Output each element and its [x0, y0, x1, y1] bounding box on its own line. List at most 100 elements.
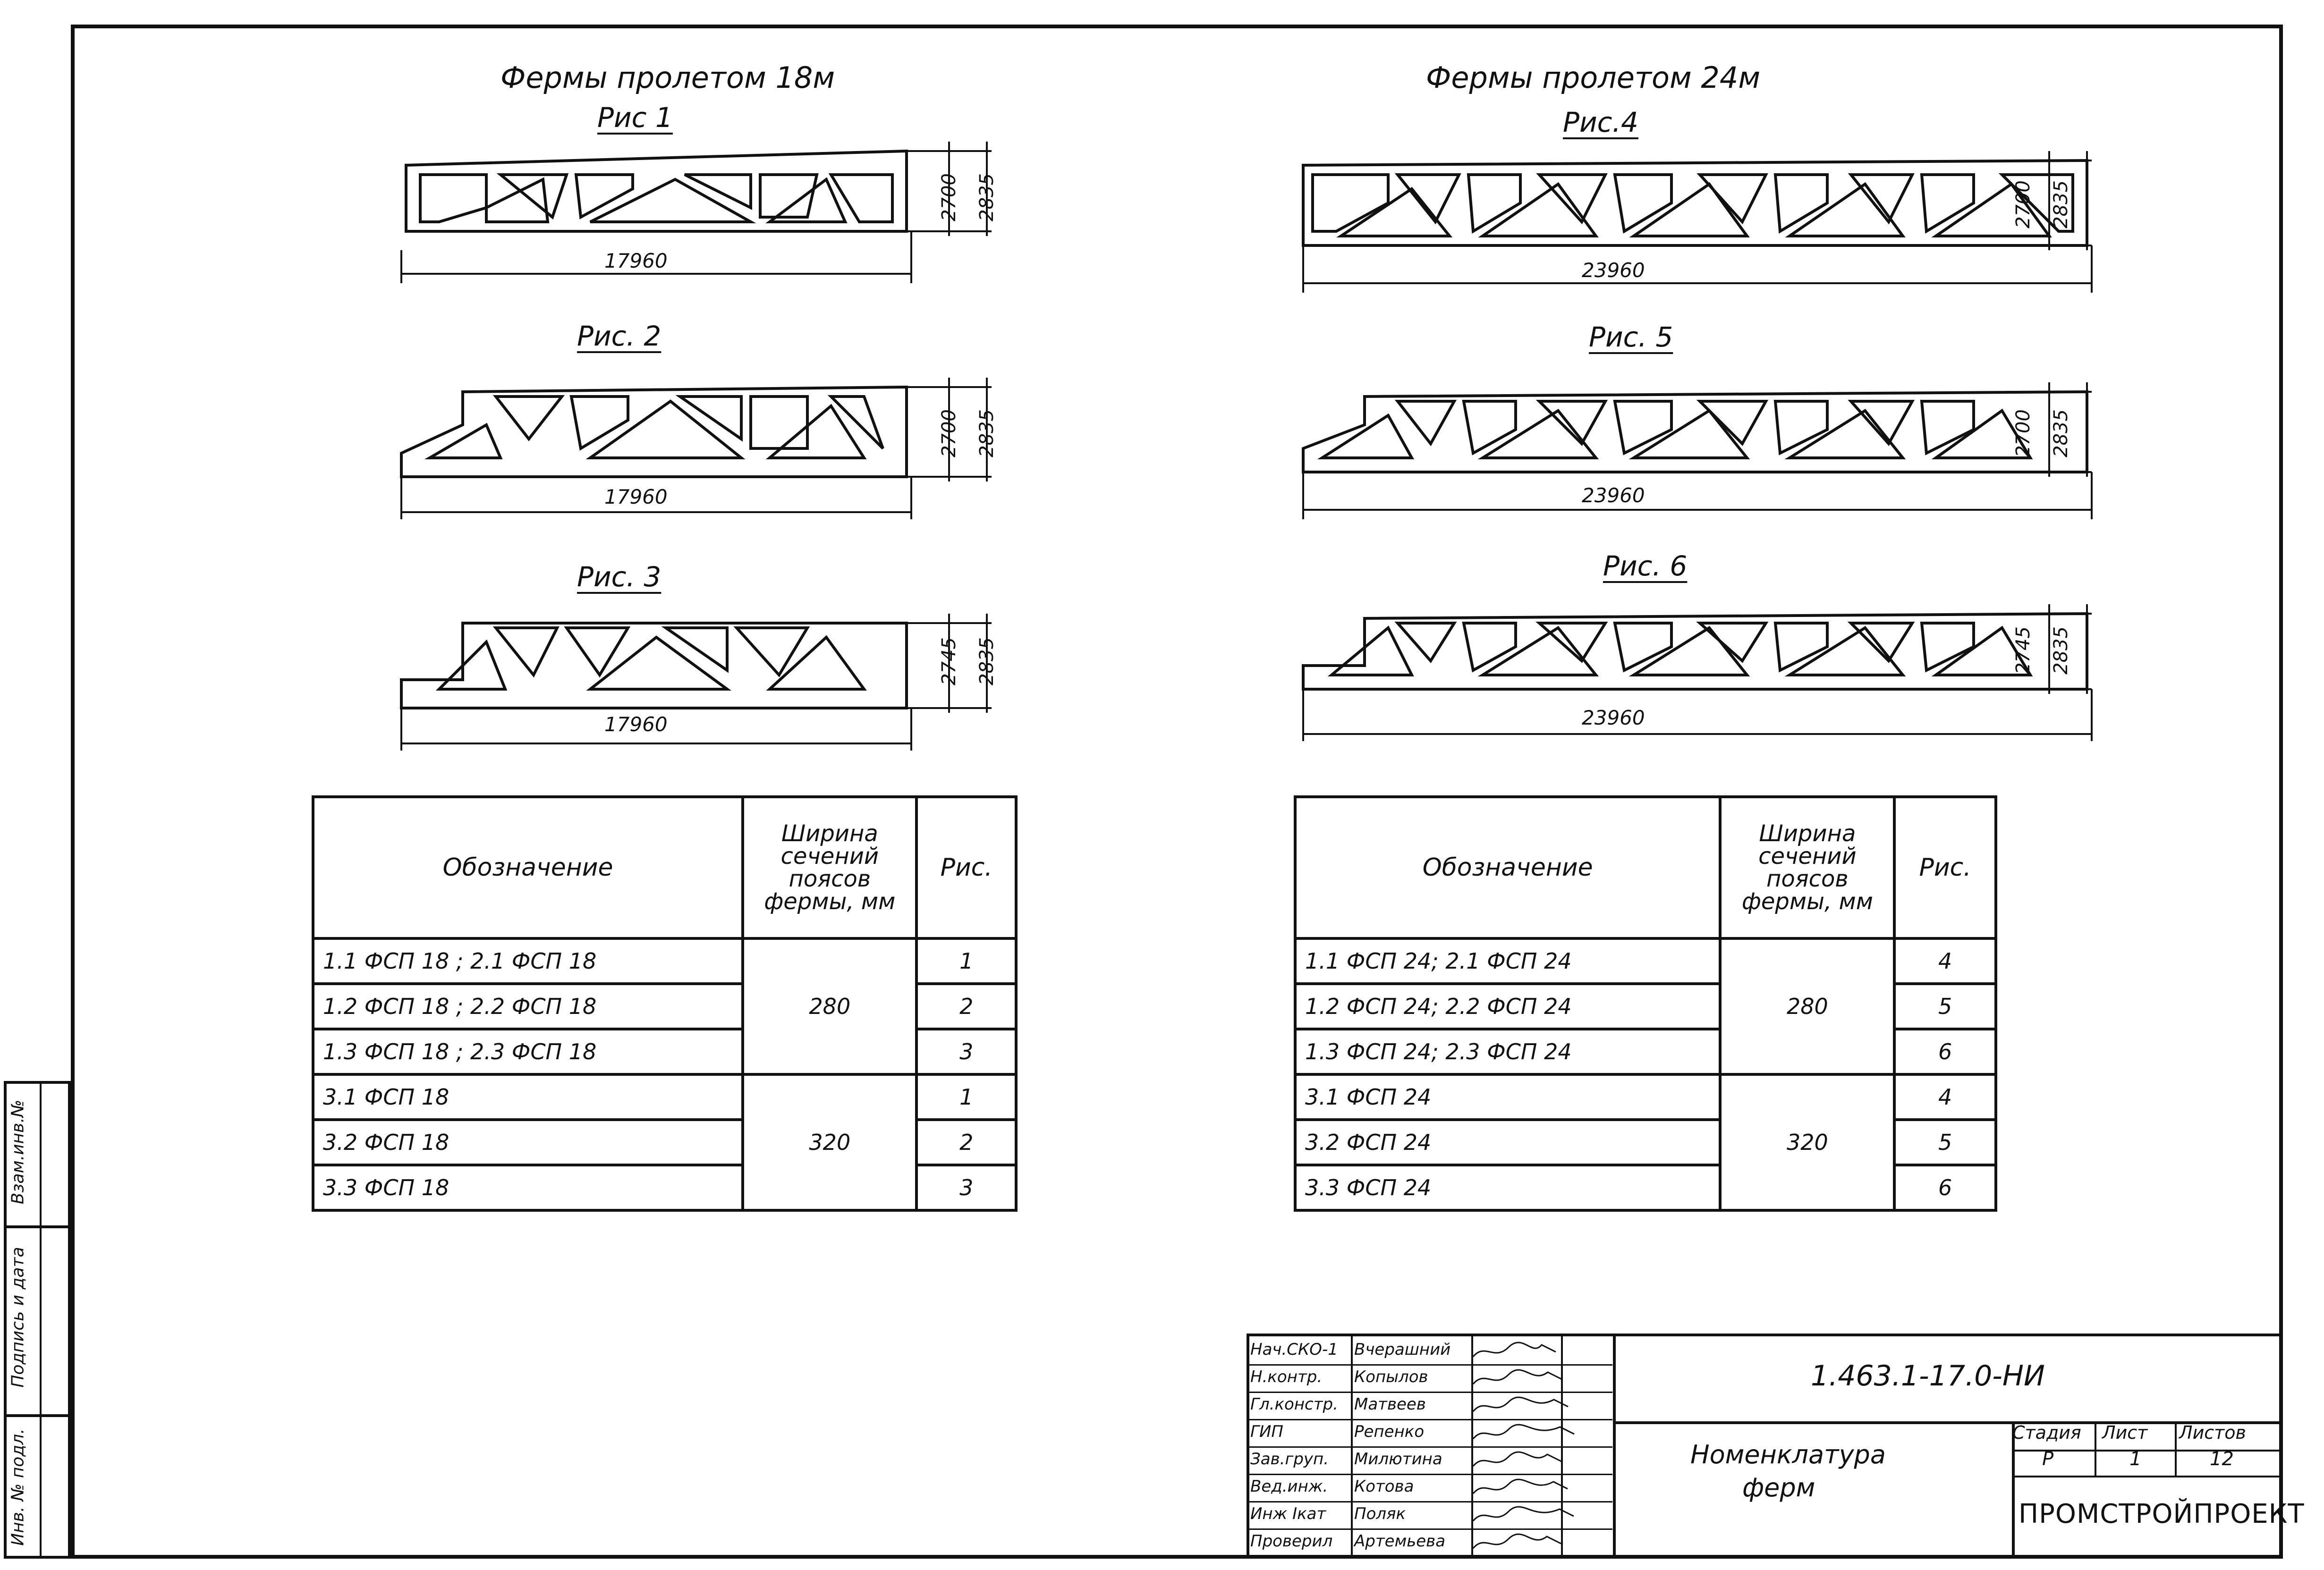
figure-2-span: 17960 — [604, 485, 668, 508]
table-row: 3.2 ФСП 24 5 — [1293, 1118, 1997, 1166]
signatory-name: Котова — [1354, 1477, 1414, 1496]
side-stamp — [4, 1081, 71, 1559]
signature-scribble — [1472, 1396, 1569, 1412]
signatory-name: Копылов — [1354, 1367, 1428, 1386]
left-group-caption: Фермы пролетом 18м — [500, 60, 835, 95]
figure-5-height-outer: 2835 — [2050, 409, 2072, 457]
row-fig: 4 — [1893, 937, 1997, 985]
signatory-role: Нач.СКО-1 — [1250, 1340, 1338, 1359]
stage-label: Стадия — [2012, 1422, 2081, 1443]
figure-1-height-inner: 2700 — [938, 173, 960, 221]
signature-scribble — [1472, 1506, 1574, 1521]
table-row: 1.1 ФСП 18 ; 2.1 ФСП 18 280 1 — [311, 937, 1018, 1076]
row-fig: 4 — [1893, 1073, 1997, 1121]
signatory-name: Поляк — [1354, 1504, 1406, 1523]
row-fig: 2 — [915, 982, 1018, 1030]
figure-5-span: 23960 — [1582, 484, 1645, 507]
header-width: Ширина сечений поясов фермы, мм — [1719, 795, 1896, 940]
row-designation: 1.3 ФСП 24; 2.3 ФСП 24 — [1293, 1028, 1722, 1076]
figure-3-title: Рис. 3 — [577, 561, 662, 593]
figure-5-height-inner: 2700 — [2012, 409, 2034, 457]
sheets-label: Листов — [2179, 1422, 2246, 1443]
title-block — [1247, 1334, 2283, 1559]
figure-4-title: Рис.4 — [1563, 106, 1638, 138]
row-width: 280 — [1719, 937, 1896, 1076]
figure-4-height-outer: 2835 — [2050, 180, 2072, 228]
figure-4-span: 23960 — [1582, 259, 1645, 282]
stage-value: Р — [2042, 1448, 2054, 1470]
row-fig: 5 — [1893, 982, 1997, 1030]
figure-6-height-inner: 2745 — [2012, 626, 2034, 675]
side-stamp-field-1: Инв. № подл. — [8, 1428, 28, 1546]
sheet-name-line-1: Номенклатура — [1690, 1440, 1886, 1469]
header-designation: Обозначение — [1293, 795, 1722, 940]
signatory-role: ГИП — [1250, 1422, 1283, 1441]
row-fig: 1 — [915, 937, 1018, 985]
signatory-role: Проверил — [1250, 1532, 1333, 1551]
row-designation: 3.2 ФСП 24 — [1293, 1118, 1722, 1166]
figure-4-height-lines — [2007, 151, 2092, 250]
signature-scribble — [1472, 1342, 1556, 1357]
header-fig: Рис. — [1893, 795, 1997, 940]
table-row: 3.2 ФСП 18 2 — [311, 1118, 1018, 1166]
header-designation: Обозначение — [311, 795, 745, 940]
figure-2-title: Рис. 2 — [577, 320, 662, 352]
document-code: 1.463.1-17.0-НИ — [1811, 1359, 2045, 1393]
truss-drawing-2 — [400, 378, 992, 519]
figure-3-height-inner: 2745 — [938, 637, 960, 685]
figure-3-span: 17960 — [604, 713, 668, 736]
header-fig: Рис. — [915, 795, 1018, 940]
signature-scribble — [1472, 1451, 1562, 1467]
header-width: Ширина сечений поясов фермы, мм — [741, 795, 918, 940]
table-row: 3.1 ФСП 18 320 1 — [311, 1073, 1018, 1212]
table-row: 3.3 ФСП 24 6 — [1293, 1164, 1997, 1212]
signatory-role: Гл.констр. — [1250, 1395, 1338, 1414]
signatory-role: Н.контр. — [1250, 1367, 1323, 1386]
row-designation: 3.2 ФСП 18 — [311, 1118, 745, 1166]
figure-1-span: 17960 — [604, 249, 668, 272]
table-row: 3.1 ФСП 24 320 4 — [1293, 1073, 1997, 1212]
row-width: 320 — [1719, 1073, 1896, 1212]
row-designation: 1.1 ФСП 24; 2.1 ФСП 24 — [1293, 937, 1722, 985]
row-designation: 1.2 ФСП 24; 2.2 ФСП 24 — [1293, 982, 1722, 1030]
sheet-label: Лист — [2102, 1422, 2148, 1443]
table-row: 1.1 ФСП 24; 2.1 ФСП 24 280 4 — [1293, 937, 1997, 1076]
row-fig: 3 — [915, 1164, 1018, 1212]
row-fig: 6 — [1893, 1164, 1997, 1212]
figure-5-height-lines — [2007, 382, 2092, 477]
sheet-value: 1 — [2129, 1448, 2142, 1470]
figure-6-title: Рис. 6 — [1603, 550, 1688, 582]
row-fig: 6 — [1893, 1028, 1997, 1076]
figure-1-height-outer: 2835 — [976, 173, 998, 221]
row-fig: 2 — [915, 1118, 1018, 1166]
row-designation: 1.2 ФСП 18 ; 2.2 ФСП 18 — [311, 982, 745, 1030]
row-designation: 3.1 ФСП 24 — [1293, 1073, 1722, 1121]
spec-table-right: Обозначение Ширина сечений поясов фермы,… — [1293, 795, 1997, 1212]
side-stamp-field-3: Взам.инв.№ — [8, 1099, 28, 1205]
truss-drawing-1 — [400, 142, 992, 283]
table-row: 1.3 ФСП 18 ; 2.3 ФСП 18 3 — [311, 1028, 1018, 1076]
signatory-name: Матвеев — [1354, 1395, 1426, 1414]
figure-1-title: Рис 1 — [597, 101, 673, 134]
figure-2-height-outer: 2835 — [976, 409, 998, 457]
table-row: 3.3 ФСП 18 3 — [311, 1164, 1018, 1212]
row-designation: 3.3 ФСП 18 — [311, 1164, 745, 1212]
figure-6-height-outer: 2835 — [2050, 626, 2072, 675]
sheets-value: 12 — [2210, 1448, 2234, 1470]
table-row: 1.2 ФСП 18 ; 2.2 ФСП 18 2 — [311, 982, 1018, 1030]
row-fig: 3 — [915, 1028, 1018, 1076]
table-row: 1.2 ФСП 24; 2.2 ФСП 24 5 — [1293, 982, 1997, 1030]
spec-table-left: Обозначение Ширина сечений поясов фермы,… — [311, 795, 1018, 1212]
sheet-name-line-2: ферм — [1742, 1473, 1815, 1502]
row-designation: 3.1 ФСП 18 — [311, 1073, 745, 1121]
truss-drawing-3 — [400, 614, 992, 751]
right-group-caption: Фермы пролетом 24м — [1426, 60, 1761, 95]
row-fig: 5 — [1893, 1118, 1997, 1166]
table-row: 1.3 ФСП 24; 2.3 ФСП 24 6 — [1293, 1028, 1997, 1076]
figure-5-title: Рис. 5 — [1589, 321, 1673, 353]
signatory-name: Вчерашний — [1354, 1340, 1451, 1359]
signatory-name: Милютина — [1354, 1450, 1442, 1469]
drawing-frame — [71, 25, 2283, 1559]
row-width: 280 — [741, 937, 918, 1076]
signature-scribble — [1472, 1533, 1561, 1549]
